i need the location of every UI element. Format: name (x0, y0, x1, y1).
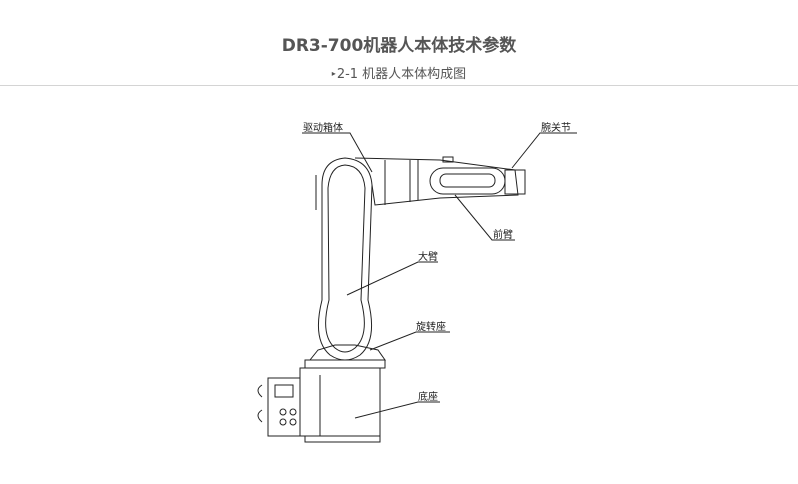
label-drive-box: 驱动箱体 (303, 121, 343, 134)
base-drawing (257, 367, 381, 443)
figure-caption: ▸2-1 机器人本体构成图 (0, 63, 798, 82)
upper-arm-drawing (315, 157, 373, 361)
caption-marker-icon: ▸ (331, 69, 336, 78)
label-forearm: 前臂 (493, 228, 513, 241)
label-wrist: 腕关节 (541, 121, 571, 134)
label-base: 底座 (418, 390, 438, 403)
leader-lines (302, 132, 577, 419)
divider (0, 85, 798, 86)
page-title: DR3-700机器人本体技术参数 (281, 36, 517, 56)
label-upper-arm: 大臂 (418, 250, 438, 263)
forearm-drawing (354, 156, 526, 206)
label-rotary-base: 旋转座 (416, 320, 446, 333)
caption-text: 2-1 机器人本体构成图 (336, 67, 467, 82)
